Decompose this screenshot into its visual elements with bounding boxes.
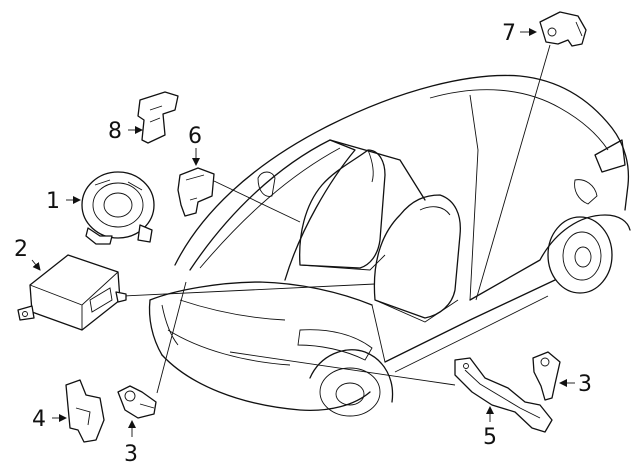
callout-1: 1: [46, 189, 60, 214]
callout-4: 4: [32, 407, 46, 432]
callout-labels: 1 2 3 3 4 5 6 7 8: [14, 21, 592, 467]
part-2-control-module[interactable]: [17, 254, 127, 331]
callout-arrows: [31, 28, 575, 437]
front-seat: [299, 149, 386, 271]
part-8-bracket[interactable]: [137, 91, 179, 144]
leader-lines: [123, 44, 551, 394]
callout-3a: 3: [124, 442, 138, 467]
callout-8: 8: [108, 119, 122, 144]
part-7-sensor[interactable]: [539, 11, 587, 47]
part-1-clock-spring[interactable]: [81, 171, 155, 245]
part-3a-impact-sensor[interactable]: [117, 385, 157, 419]
passenger-seat: [373, 194, 461, 323]
callout-7: 7: [502, 21, 516, 46]
callout-6: 6: [188, 124, 202, 149]
part-5-bracket[interactable]: [454, 357, 553, 433]
part-3b-impact-sensor[interactable]: [532, 351, 561, 401]
callout-2: 2: [14, 237, 28, 262]
callout-3b: 3: [578, 372, 592, 397]
vehicle-outline: [148, 74, 631, 417]
callout-5: 5: [483, 425, 497, 450]
part-4-bracket[interactable]: [65, 379, 105, 443]
part-6-sensor[interactable]: [177, 167, 215, 217]
